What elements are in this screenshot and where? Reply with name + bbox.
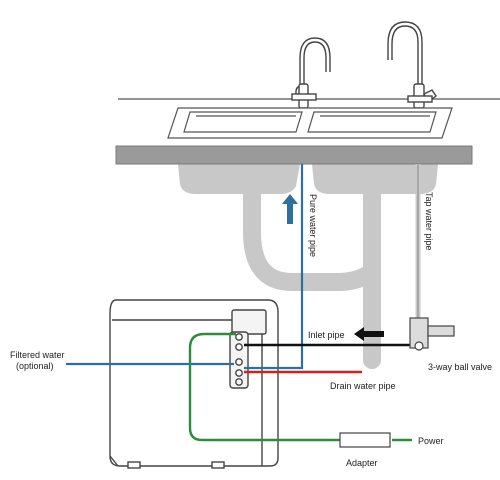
power-label: Power — [418, 436, 444, 446]
port-3 — [235, 358, 243, 366]
adapter-label: Adapter — [346, 458, 378, 468]
sink-basins-underneath — [178, 164, 438, 194]
blue-up-arrow — [282, 194, 298, 224]
port-4 — [235, 369, 243, 377]
drain-water-pipe-label: Drain water pipe — [330, 381, 396, 391]
three-way-ball-valve-label: 3-way ball valve — [428, 362, 492, 372]
inlet-pipe-label: Inlet pipe — [308, 330, 345, 340]
double-sink — [167, 107, 453, 139]
power-cable — [188, 332, 412, 442]
filtered-water-label: Filtered water — [10, 350, 65, 360]
black-left-arrow — [354, 327, 384, 341]
tap-water-faucet — [387, 21, 437, 109]
pure-water-pipe-line — [244, 164, 304, 370]
pure-water-pipe-label: Pure water pipe — [308, 194, 318, 257]
filtered-water-optional-label: (optional) — [16, 361, 54, 371]
port-1 — [235, 333, 243, 341]
port-2 — [235, 343, 243, 351]
ro-filter-unit — [109, 299, 279, 469]
pure-water-faucet — [291, 37, 331, 109]
port-5 — [235, 378, 243, 386]
countertop — [115, 145, 473, 165]
three-way-ball-valve — [409, 317, 455, 351]
tap-water-pipe-label: Tap water pipe — [424, 192, 434, 251]
power-adapter — [339, 432, 391, 448]
